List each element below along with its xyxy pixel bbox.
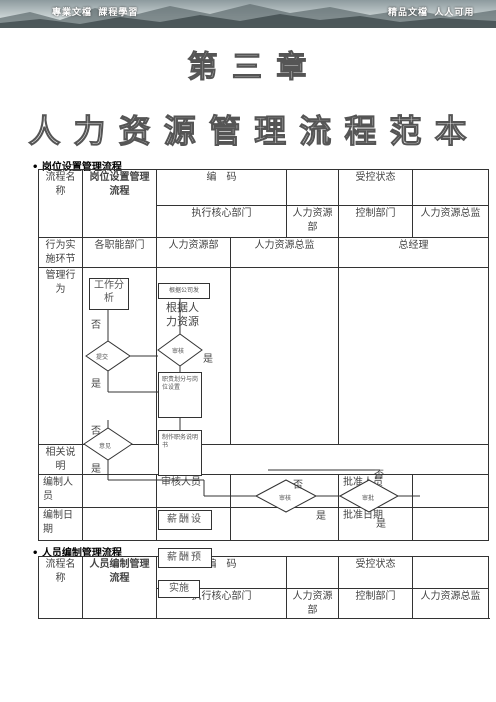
duty-division-box: 职责划分与岗位设置: [158, 372, 202, 418]
header-banner: 專業文檔 課程學習 精品文檔 人人可用: [0, 0, 496, 28]
hr-review-diamond-label: 审核: [172, 348, 185, 355]
yes-label-4: 是: [316, 511, 326, 522]
chapter-number: 第 三 章: [187, 50, 309, 86]
banner-left-text: 專業文檔 課程學習: [52, 8, 139, 18]
hr-review-diamond: [157, 333, 203, 367]
approve-date-label: 批准日期: [338, 507, 413, 541]
status-value: [412, 169, 489, 206]
company-basis-box: 根据公司发: [158, 283, 210, 299]
flow2-name-value: 人员编制管理流程: [82, 556, 157, 619]
section1-title: • 岗位设置管理流程: [32, 162, 122, 173]
no-label-4: 否: [374, 470, 384, 481]
flow-lane-gm: [338, 267, 489, 445]
stage-hr-dept: 人力资源部: [156, 237, 231, 268]
flow2-role-hr: 人力资源部: [286, 588, 339, 619]
flow2-code-value: [286, 556, 339, 589]
implement-box: 实施: [158, 580, 200, 598]
director-review-label: 审核: [279, 495, 292, 502]
flow2-status-label: 受控状态: [338, 556, 413, 589]
date-spacer-2: [230, 507, 339, 541]
work-analysis-box: 工作分析: [89, 278, 129, 310]
flow2-status-value: [412, 556, 489, 589]
submit-diamond: [85, 340, 131, 372]
flow2-role-director: 人力资源总监: [412, 588, 489, 619]
editor-label: 编制人员: [38, 474, 83, 508]
yes-label-5: 是: [376, 519, 386, 530]
date-value: [82, 507, 157, 541]
role-hr-director: 人力资源总监: [412, 205, 489, 238]
approve-date-value: [412, 507, 489, 541]
salary-budget-box: 薪酬预: [158, 548, 212, 568]
gm-approve-diamond: [338, 479, 400, 513]
no-label-2: 否: [91, 426, 101, 437]
flow-lane-director: [230, 267, 339, 445]
director-review-diamond: [254, 479, 318, 513]
gm-approve-label: 审批: [362, 495, 375, 502]
no-label-1: 否: [91, 320, 101, 331]
section2-title: • 人员编制管理流程: [32, 548, 122, 559]
opinion-diamond-label: 意见: [99, 443, 112, 450]
chapter-title: 人 力 资 源 管 理 流 程 范 本: [28, 112, 468, 151]
mountain-landscape-image: [0, 4, 496, 28]
no-label-3: 否: [293, 480, 303, 491]
submit-diamond-label: 提交: [96, 354, 109, 361]
make-duty-book-box: 制作职务说明书: [158, 430, 202, 476]
salary-design-box: 薪酬设: [158, 510, 212, 530]
flow2-role-exec: 执行核心部门: [156, 588, 287, 619]
yes-label-1: 是: [203, 354, 213, 365]
hr-basis-text: 根据人力资源: [166, 301, 199, 329]
code-value: [286, 169, 339, 206]
opinion-diamond: [83, 427, 133, 461]
banner-right-text: 精品文檔 人人可用: [388, 8, 475, 18]
staffing-flow-table: 流程名称 人员编制管理流程 编 码 受控状态 执行核心部门 人力资源部 控制部门…: [38, 556, 489, 619]
yes-label-3: 是: [91, 464, 101, 475]
flow2-name-label: 流程名称: [38, 556, 83, 619]
yes-label-2: 是: [91, 379, 101, 390]
flow2-role-control: 控制部门: [338, 588, 413, 619]
description-label: 相关说明: [38, 444, 83, 475]
